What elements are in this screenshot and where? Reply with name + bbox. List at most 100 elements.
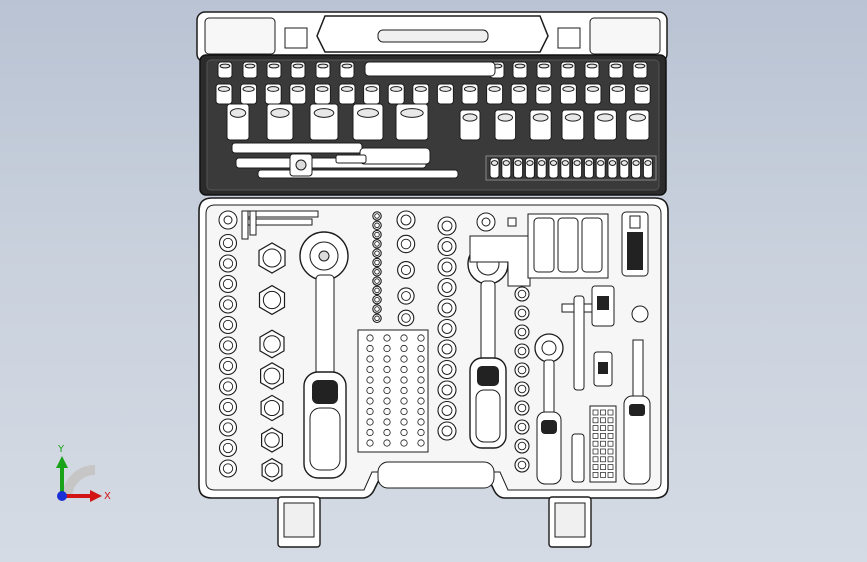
socket-right-small: [514, 457, 530, 473]
base-socket-column-mid: [396, 210, 416, 327]
socket-right-small: [514, 324, 530, 340]
adapter-tray: [469, 212, 531, 287]
lid-latch-right: [557, 27, 581, 49]
lid-socket-medium: [461, 83, 479, 105]
socket-mid-hex: [396, 210, 416, 230]
lid-socket-medium: [264, 83, 282, 105]
axis-triad-arc: [62, 465, 96, 499]
socket-tiny: [372, 276, 382, 286]
lid-socket-small: [608, 61, 624, 79]
y-axis-label: Y: [57, 444, 65, 455]
lid-socket-small: [242, 61, 258, 79]
lid-socket-large: [352, 103, 384, 141]
ratchet-small[interactable]: [534, 333, 564, 485]
lid-bit: [524, 157, 535, 179]
lid-socket-medium: [363, 83, 381, 105]
lid-socket-small: [512, 61, 528, 79]
socket-tiny: [372, 239, 382, 249]
base-socket-column-left: [218, 233, 238, 478]
socket-mid-hex: [396, 234, 416, 254]
socket-center: [437, 421, 457, 441]
socket-mid-hex: [397, 287, 415, 305]
lid-socket-large: [395, 103, 429, 141]
socket-right-small: [514, 305, 530, 321]
socket-right-small: [514, 419, 530, 435]
socket-center: [437, 236, 457, 257]
lid-socket-medium: [412, 83, 430, 105]
socket-small: [218, 438, 238, 458]
lid-socket-medium: [387, 83, 405, 105]
lid-socket-deep: [593, 109, 617, 141]
lid-bit-row: [485, 155, 657, 181]
socket-small: [218, 459, 238, 478]
lid-socket-small: [536, 61, 552, 79]
axis-triad: Y X: [56, 444, 111, 502]
bit-strip: [589, 405, 617, 483]
bit-holder-block: [357, 329, 429, 453]
ratchet-large[interactable]: [299, 231, 349, 479]
socket-center: [437, 339, 457, 359]
socket-mid-hex: [397, 261, 415, 279]
socket-tiny: [372, 257, 382, 268]
base-large-socket-column: [258, 242, 286, 483]
lid-bit: [631, 157, 642, 179]
lid-socket-medium: [338, 83, 356, 105]
lid-socket-large: [309, 103, 339, 141]
lid-bit: [619, 157, 630, 179]
lid-bit: [536, 157, 547, 179]
lid-bit: [489, 157, 500, 179]
socket-small: [218, 254, 238, 273]
bottom-latch-left[interactable]: [277, 496, 321, 548]
lid-socket-medium: [584, 83, 602, 105]
lid-bit: [583, 157, 594, 179]
lid-socket-medium: [240, 83, 258, 105]
lid-bit: [607, 157, 618, 179]
lid-bit: [501, 157, 512, 179]
lid-bit: [548, 157, 559, 179]
socket-center: [437, 318, 457, 339]
socket-large-hex: [258, 242, 286, 274]
socket-large-hex: [260, 362, 284, 390]
socket-mid-hex: [397, 309, 415, 327]
lid-socket-medium: [633, 83, 651, 105]
socket-center: [437, 216, 457, 236]
socket-tiny: [372, 313, 382, 324]
lid-small-socket-row: [217, 61, 648, 79]
lid-socket-small: [584, 61, 600, 79]
lid-socket-small: [339, 61, 355, 79]
bottom-latch-right[interactable]: [548, 496, 592, 548]
lid-socket-medium: [313, 83, 331, 105]
lid-socket-medium: [510, 83, 528, 105]
socket-tiny: [372, 285, 382, 296]
t-bar-adapters: [561, 285, 649, 483]
case-base[interactable]: [198, 197, 669, 499]
handle-left-block: [204, 17, 276, 55]
socket-tiny: [372, 294, 382, 305]
lid-socket-small: [560, 61, 576, 79]
socket-small: [218, 233, 238, 253]
socket-center: [437, 277, 457, 298]
base-small-socket-column: [372, 211, 382, 324]
lid-socket-small: [266, 61, 282, 79]
socket-center: [437, 298, 457, 318]
z-axis-dot: [57, 491, 67, 501]
socket-large-hex: [258, 284, 286, 316]
socket-large-hex: [260, 394, 284, 422]
socket-tiny: [372, 248, 382, 258]
lid-bit: [513, 157, 524, 179]
socket-tiny: [372, 211, 382, 221]
lid-bit: [642, 157, 653, 179]
socket-center: [437, 257, 457, 277]
case-lid[interactable]: [196, 11, 668, 196]
lid-socket-medium: [486, 83, 504, 105]
lid-socket-medium: [215, 83, 233, 105]
lid-mid-socket-row: [459, 109, 650, 141]
lid-bit: [572, 157, 583, 179]
base-socket-column-center: [437, 216, 530, 473]
lid-socket-large: [266, 103, 294, 141]
lid-socket-medium: [535, 83, 553, 105]
socket-small: [218, 418, 238, 437]
socket-large-hex: [261, 457, 283, 483]
lid-socket-deep: [625, 109, 650, 141]
